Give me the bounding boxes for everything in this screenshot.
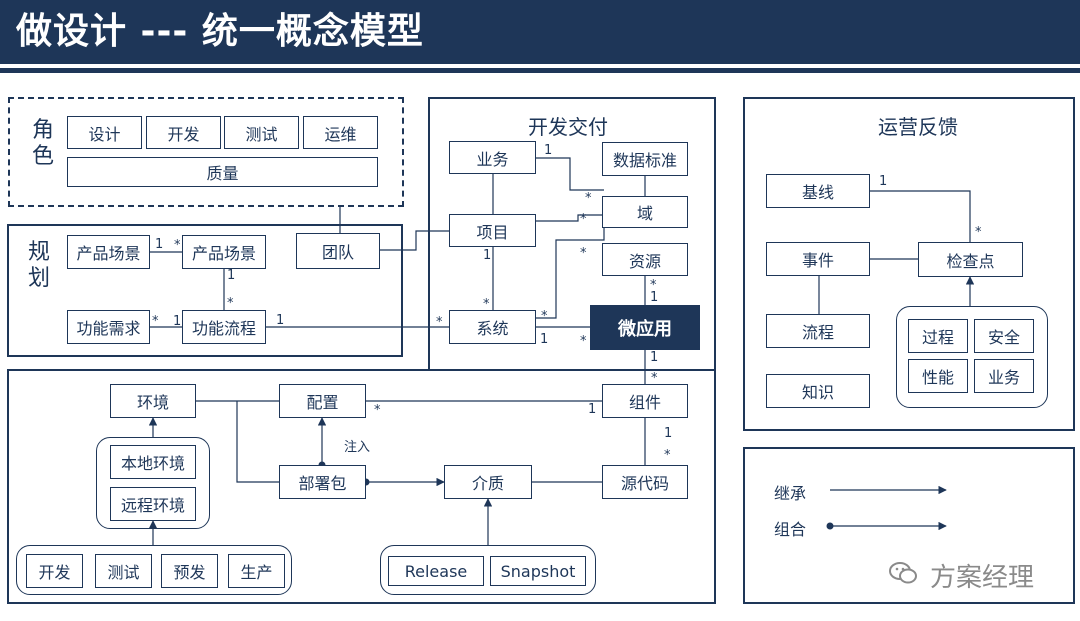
component-box: 组件 (602, 384, 688, 418)
quality-box: 质量 (67, 157, 378, 187)
snapshot-box: Snapshot (490, 556, 586, 586)
multiplicity-one: 1 (544, 143, 553, 158)
planning-panel (7, 224, 403, 357)
legend-inheritance-label: 继承 (774, 484, 807, 503)
requirement-box: 功能需求 (67, 310, 150, 344)
roles-label: 角色 (31, 118, 54, 169)
multiplicity-many: * (650, 278, 657, 293)
role-test: 测试 (224, 116, 299, 149)
stage-group (16, 545, 292, 595)
multiplicity-many: * (580, 334, 587, 349)
flow-box: 功能流程 (182, 310, 266, 344)
multiplicity-one: 1 (650, 350, 659, 365)
stage-develop: 开发 (26, 554, 83, 588)
multiplicity-many: * (651, 371, 658, 386)
resource-box: 资源 (602, 243, 688, 276)
title-divider (0, 68, 1080, 73)
page-title: 做设计 --- 统一概念模型 (16, 11, 424, 52)
multiplicity-many: * (436, 315, 443, 330)
multiplicity-many: * (664, 448, 671, 463)
multiplicity-one: 1 (483, 248, 492, 263)
role-develop: 开发 (146, 116, 221, 149)
roles-panel (8, 97, 404, 207)
operations-title: 运营反馈 (878, 115, 958, 139)
data-standard-box: 数据标准 (602, 142, 688, 176)
knowledge-box: 知识 (766, 374, 870, 408)
check-item-group (896, 306, 1048, 408)
planning-label: 规划 (27, 240, 50, 291)
multiplicity-many: * (580, 246, 587, 261)
check-item-business: 业务 (974, 359, 1034, 393)
bottom-panel (7, 369, 716, 604)
remote-env-box: 远程环境 (110, 487, 196, 521)
team-box: 团队 (296, 233, 380, 269)
multiplicity-one: 1 (276, 313, 285, 328)
delivery-panel (428, 97, 716, 369)
multiplicity-many: * (975, 225, 982, 240)
multiplicity-one: 1 (879, 174, 888, 189)
inject-label: 注入 (344, 440, 371, 455)
legend-panel (743, 447, 1075, 604)
source-code-box: 源代码 (602, 465, 688, 499)
multiplicity-many: * (374, 403, 381, 418)
stage-preprod: 预发 (161, 554, 218, 588)
microapp-box: 微应用 (590, 305, 700, 350)
delivery-title: 开发交付 (528, 115, 608, 139)
composition-dot (826, 522, 834, 530)
multiplicity-many: * (580, 212, 587, 227)
deploy-package-box: 部署包 (279, 465, 366, 499)
event-box: 事件 (766, 242, 870, 276)
wechat-icon (889, 562, 917, 584)
config-box: 配置 (279, 384, 366, 418)
watermark-text: 方案经理 (930, 563, 1035, 593)
role-ops: 运维 (303, 116, 378, 149)
project-box: 项目 (449, 214, 536, 247)
multiplicity-one: 1 (155, 237, 164, 252)
legend-composition-label: 组合 (774, 520, 807, 539)
multiplicity-one: 1 (173, 314, 182, 329)
business-box: 业务 (449, 141, 536, 174)
multiplicity-many: * (541, 309, 548, 324)
check-item-process: 过程 (908, 319, 968, 353)
operations-panel (743, 97, 1075, 431)
artifact-type-group (380, 545, 596, 595)
stage-prod: 生产 (228, 554, 285, 588)
multiplicity-many: * (174, 238, 181, 253)
domain-box: 域 (602, 196, 688, 228)
multiplicity-many: * (585, 191, 592, 206)
multiplicity-many: * (227, 296, 234, 311)
product-scene-box-2: 产品场景 (182, 235, 266, 269)
stage-test: 测试 (95, 554, 152, 588)
multiplicity-one: 1 (664, 426, 673, 441)
baseline-box: 基线 (766, 174, 870, 208)
local-env-box: 本地环境 (110, 445, 196, 479)
multiplicity-many: * (483, 297, 490, 312)
product-scene-box: 产品场景 (67, 235, 150, 269)
check-item-security: 安全 (974, 319, 1034, 353)
title-bar: 做设计 --- 统一概念模型 (0, 0, 1080, 64)
multiplicity-one: 1 (588, 402, 597, 417)
multiplicity-one: 1 (227, 268, 236, 283)
multiplicity-one: 1 (650, 290, 659, 305)
check-item-performance: 性能 (908, 359, 968, 393)
environment-box: 环境 (110, 384, 196, 418)
system-box: 系统 (449, 310, 536, 344)
checkpoint-box: 检查点 (918, 242, 1023, 277)
process-box: 流程 (766, 314, 870, 348)
release-box: Release (388, 556, 484, 586)
medium-box: 介质 (444, 465, 532, 499)
role-design: 设计 (67, 116, 142, 149)
multiplicity-many: * (152, 314, 159, 329)
multiplicity-one: 1 (540, 332, 549, 347)
